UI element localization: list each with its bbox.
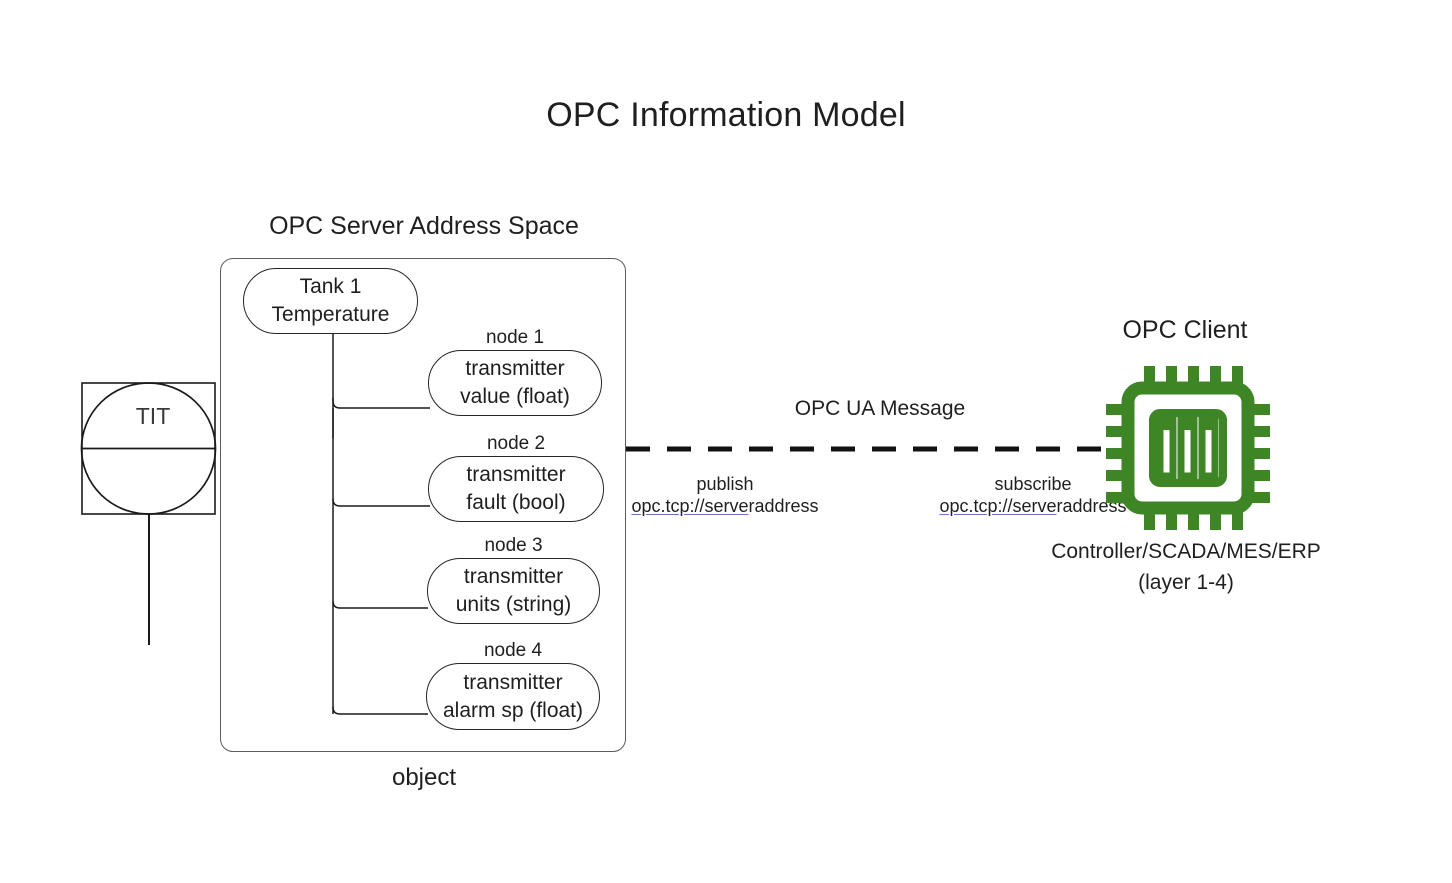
publish-url-plain-part: raddress <box>748 496 819 516</box>
publish-role-label: publish <box>696 474 754 494</box>
opc-ua-message-label: OPC UA Message <box>794 397 966 420</box>
node-tank-1-temperature[interactable]: Tank 1 Temperature <box>243 268 418 334</box>
object-caption: object <box>391 764 457 791</box>
node-1-line1: transmitter <box>465 357 565 380</box>
node-4-caption: node 4 <box>483 640 543 661</box>
publish-endpoint: publish opc.tcp://serveraddress <box>600 473 850 517</box>
node-4-transmitter-alarm-sp[interactable]: transmitter alarm sp (float) <box>426 663 600 730</box>
node-3-line2: units (string) <box>455 593 572 616</box>
publish-endpoint-url[interactable]: opc.tcp://serveraddress <box>600 495 850 517</box>
tank-node-line2: Temperature <box>271 303 390 326</box>
node-3-transmitter-units[interactable]: transmitter units (string) <box>427 558 600 624</box>
node-1-line2: value (float) <box>460 385 570 408</box>
tank-node-line1: Tank 1 <box>299 275 362 298</box>
opc-client-caption: OPC Client <box>1122 316 1248 344</box>
node-2-line1: transmitter <box>466 463 566 486</box>
node-1-transmitter-value[interactable]: transmitter value (float) <box>428 350 602 416</box>
node-3-line1: transmitter <box>463 565 564 588</box>
publish-url-link-part[interactable]: opc.tcp://serve <box>631 496 749 516</box>
node-4-line2: alarm sp (float) <box>442 698 584 722</box>
node-3-caption: node 3 <box>484 535 543 556</box>
tit-tag-label-wrap: TIT <box>70 372 236 514</box>
node-2-transmitter-fault[interactable]: transmitter fault (bool) <box>428 456 604 522</box>
tit-instrument-symbol <box>80 382 217 645</box>
node-2-line2: fault (bool) <box>466 491 566 514</box>
node-4-line1: transmitter <box>463 670 563 694</box>
subscribe-url-link-part[interactable]: opc.tcp://serve <box>939 496 1057 516</box>
opc-ua-message-dashed-line <box>626 446 1116 452</box>
page-title: OPC Information Model <box>546 96 906 134</box>
opc-client-subtitle-line2: (layer 1-4) <box>1138 571 1234 594</box>
node-1-caption: node 1 <box>485 327 545 348</box>
tit-tag-label: TIT <box>135 403 171 429</box>
opc-client-subtitle: Controller/SCADA/MES/ERP (layer 1-4) <box>1000 536 1372 598</box>
cpu-chip-icon <box>1106 366 1270 530</box>
node-2-caption: node 2 <box>486 433 546 454</box>
server-address-space-caption: OPC Server Address Space <box>269 212 579 240</box>
opc-client-subtitle-line1: Controller/SCADA/MES/ERP <box>1051 540 1321 563</box>
subscribe-role-label: subscribe <box>994 474 1072 494</box>
